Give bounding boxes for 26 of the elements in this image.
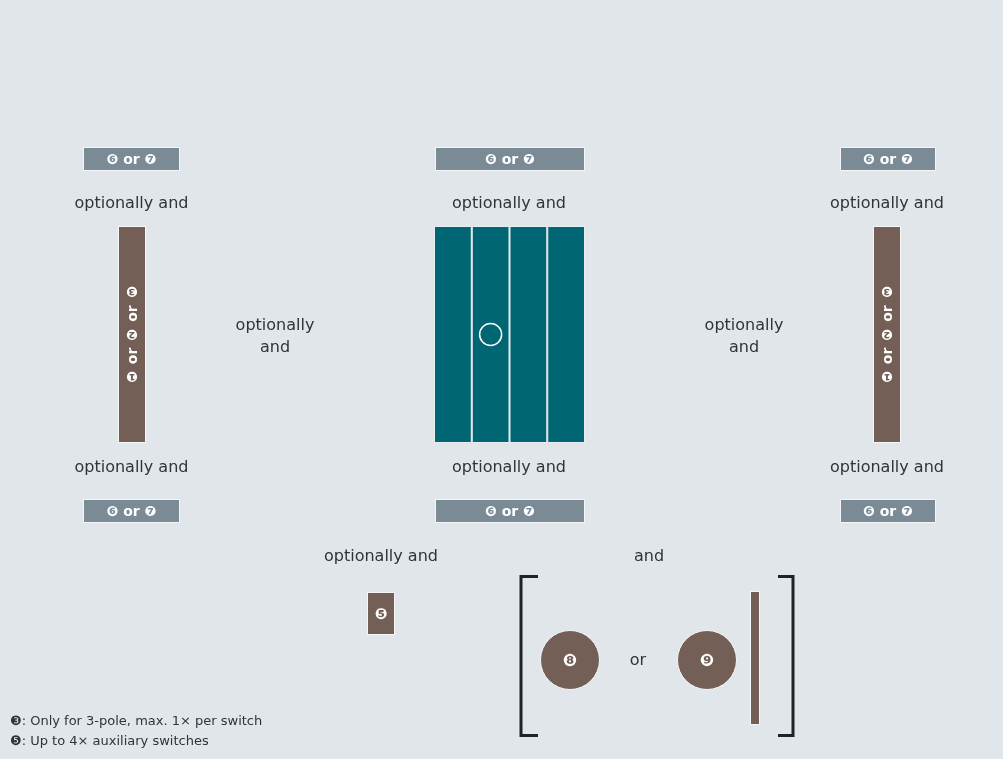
shaft-bar <box>750 591 760 725</box>
accessory-bar: ❶ or ❷ or ❸ <box>873 226 901 443</box>
accessory-block: ❺ <box>367 592 395 635</box>
connector-word: optionally and <box>829 192 945 214</box>
footnote: ❸: Only for 3-pole, max. 1× per switch <box>10 712 263 730</box>
handle-knob: ❾ <box>677 630 737 690</box>
connector-word: optionally and <box>73 192 190 214</box>
accessory-tag: ❻ or ❼ <box>840 499 936 523</box>
handle-knob: ❽ <box>540 630 600 690</box>
connector-word: optionally and <box>451 192 567 214</box>
accessory-tag: ❻ or ❼ <box>840 147 936 171</box>
accessory-tag: ❻ or ❼ <box>435 147 585 171</box>
connector-word: optionally and <box>323 545 439 567</box>
accessory-tag: ❻ or ❼ <box>83 147 180 171</box>
footnote: ❺: Up to 4× auxiliary switches <box>10 732 209 750</box>
connector-word: optionally and <box>703 314 785 358</box>
accessory-tag: ❻ or ❼ <box>435 499 585 523</box>
connector-word: optionally and <box>73 456 190 478</box>
connector-word: optionally and <box>234 314 316 358</box>
connector-word: and <box>632 545 666 567</box>
connector-word: or <box>628 649 648 671</box>
accessory-tag: ❻ or ❼ <box>83 499 180 523</box>
switch-drawing <box>434 226 585 443</box>
accessory-bar: ❶ or ❷ or ❸ <box>118 226 146 443</box>
connector-word: optionally and <box>451 456 567 478</box>
connector-word: optionally and <box>829 456 945 478</box>
